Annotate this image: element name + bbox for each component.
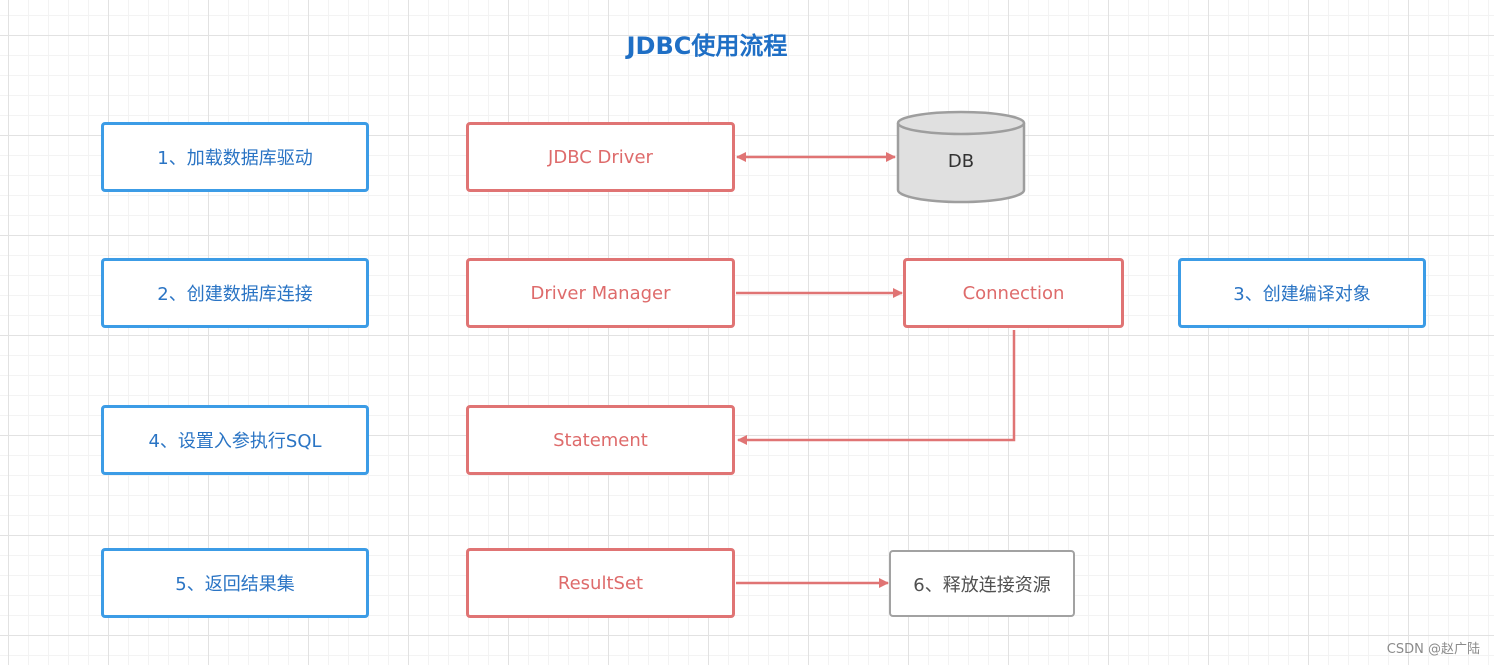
arrow-connection-statement — [737, 330, 1016, 445]
result-set-label: ResultSet — [557, 572, 644, 594]
statement-node[interactable]: Statement — [466, 405, 735, 475]
driver-manager-label: Driver Manager — [530, 282, 671, 304]
jdbc-driver-node[interactable]: JDBC Driver — [466, 122, 735, 192]
step-release-resources-label: 6、释放连接资源 — [913, 574, 1051, 596]
result-set-node[interactable]: ResultSet — [466, 548, 735, 618]
step-return-result[interactable]: 5、返回结果集 — [101, 548, 369, 618]
step-create-statement-label: 3、创建编译对象 — [1233, 284, 1371, 305]
database-node[interactable]: DB — [896, 110, 1028, 205]
step-execute-sql-label: 4、设置入参执行SQL — [148, 431, 322, 452]
connection-node[interactable]: Connection — [903, 258, 1124, 328]
step-create-statement[interactable]: 3、创建编译对象 — [1178, 258, 1426, 328]
statement-label: Statement — [553, 429, 648, 451]
step-execute-sql[interactable]: 4、设置入参执行SQL — [101, 405, 369, 475]
driver-manager-node[interactable]: Driver Manager — [466, 258, 735, 328]
jdbc-driver-label: JDBC Driver — [548, 146, 653, 168]
connection-label: Connection — [962, 282, 1065, 304]
step-load-driver[interactable]: 1、加载数据库驱动 — [101, 122, 369, 192]
step-load-driver-label: 1、加载数据库驱动 — [157, 148, 313, 169]
step-release-resources[interactable]: 6、释放连接资源 — [889, 550, 1075, 617]
diagram-title: JDBC使用流程 — [626, 32, 788, 60]
database-label: DB — [947, 151, 975, 172]
step-create-connection-label: 2、创建数据库连接 — [157, 284, 313, 305]
step-create-connection[interactable]: 2、创建数据库连接 — [101, 258, 369, 328]
database-cylinder-icon — [896, 110, 1026, 204]
watermark: CSDN @赵广陆 — [1386, 642, 1480, 657]
step-return-result-label: 5、返回结果集 — [175, 574, 295, 595]
